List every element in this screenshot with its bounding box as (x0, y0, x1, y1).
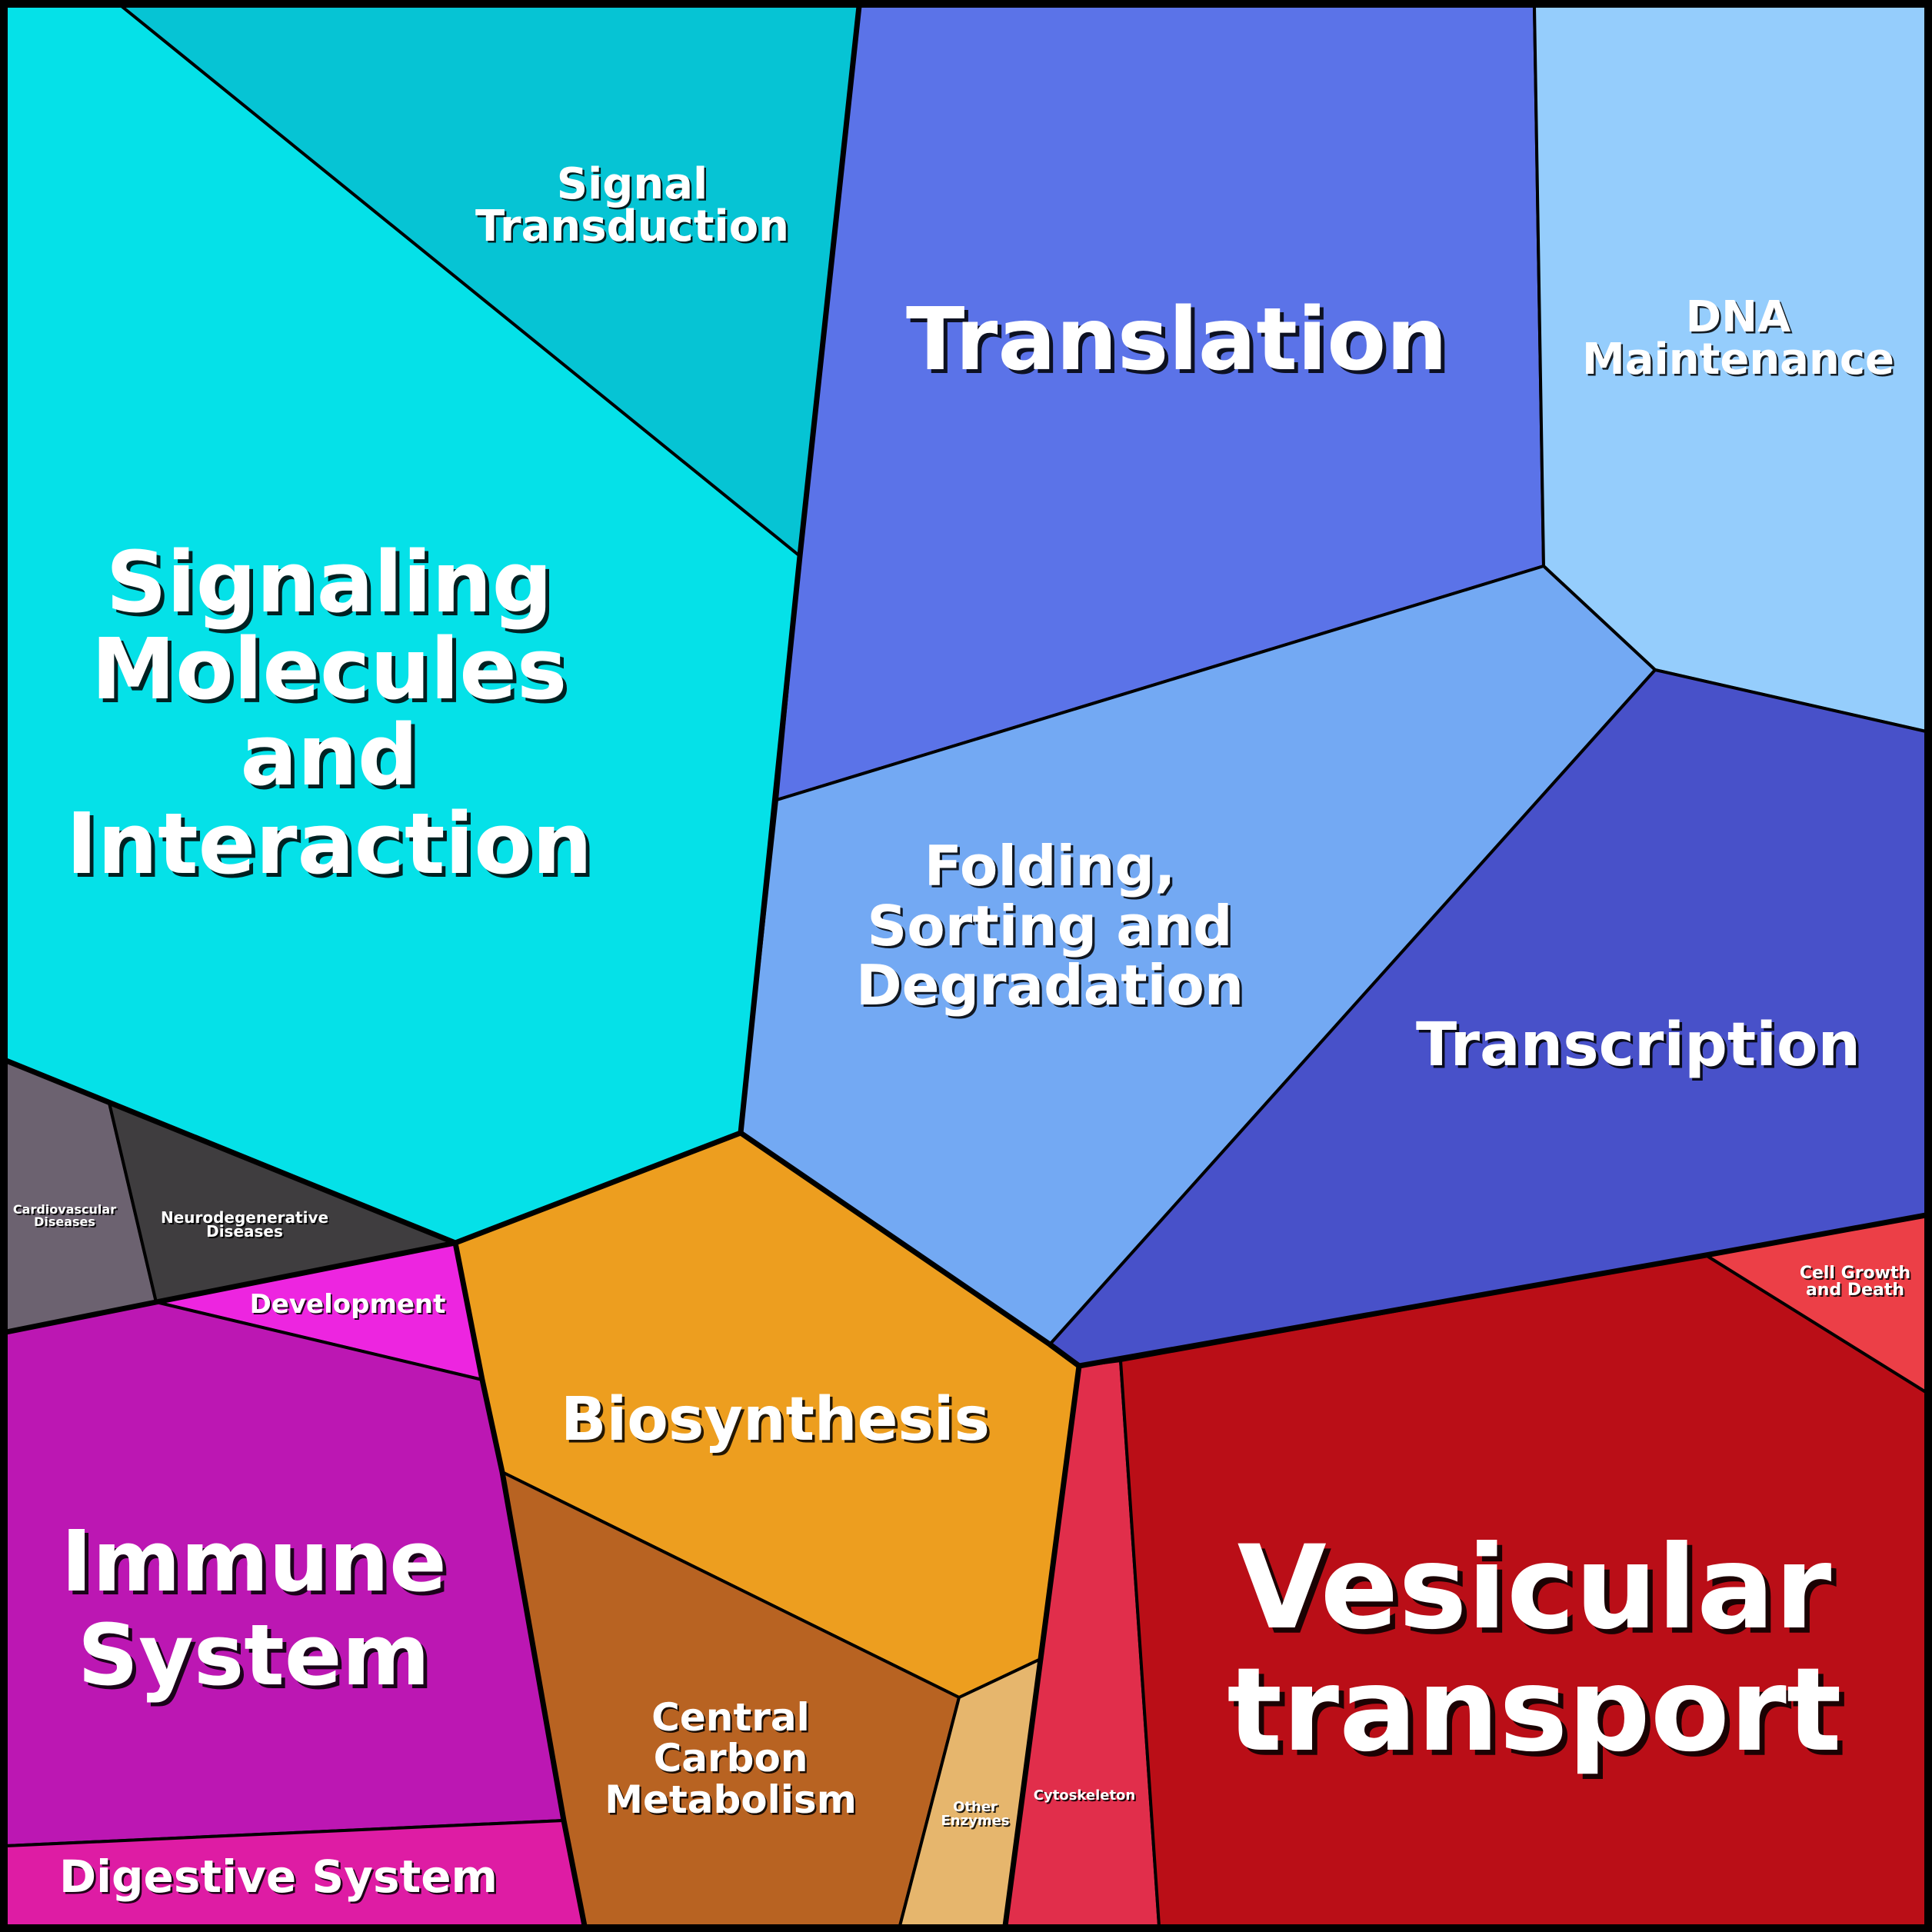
label-shadow-cytoskeleton: Cytoskeleton (1035, 1789, 1138, 1805)
label-shadow-dna-maintenance: DNA (1687, 295, 1793, 345)
label-signal-transduction: Signal (557, 159, 708, 209)
label-shadow-translation: Translation (910, 294, 1451, 394)
group-border-line (738, 5, 862, 1134)
label-shadow-signaling-molecules: and (244, 710, 421, 808)
label-shadow-cardiovascular: Diseases (35, 1216, 97, 1231)
label-central-carbon: Metabolism (605, 1777, 857, 1822)
label-shadow-digestive-system: Digestive System (62, 1853, 500, 1905)
label-folding-sorting: Sorting and (867, 894, 1232, 958)
label-other-enzymes: Other (953, 1799, 998, 1815)
label-dna-maintenance: Maintenance (1582, 335, 1894, 385)
label-shadow-signaling-molecules: Signaling (110, 537, 557, 635)
label-shadow-dna-maintenance: Maintenance (1584, 337, 1897, 387)
cell-layer (5, 5, 1927, 1927)
label-neurodegenerative: Diseases (206, 1222, 283, 1241)
label-digestive-system: Digestive System (59, 1850, 498, 1903)
label-shadow-other-enzymes: Other (954, 1800, 999, 1817)
label-transcription: Transcription (1416, 1011, 1860, 1080)
group-borders (5, 5, 1927, 1927)
label-shadow-central-carbon: Carbon (655, 1737, 810, 1782)
label-shadow-vesicular-transport: Vesicular (1242, 1527, 1837, 1661)
group-border-line (452, 1242, 588, 1927)
label-shadow-folding-sorting: Folding, (927, 836, 1178, 901)
label-shadow-cell-growth: and Death (1807, 1282, 1906, 1301)
label-cytoskeleton: Cytoskeleton (1034, 1787, 1136, 1804)
label-shadow-other-enzymes: Enzymes (943, 1814, 1011, 1830)
label-central-carbon: Carbon (654, 1736, 808, 1780)
label-folding-sorting: Folding, (924, 834, 1176, 898)
label-shadow-folding-sorting: Sorting and (870, 896, 1235, 961)
group-border-line (1078, 1212, 1927, 1369)
group-border-line (5, 1299, 157, 1335)
label-cell-growth: and Death (1806, 1281, 1904, 1300)
label-neurodegenerative: Neurodegenerative (161, 1208, 328, 1227)
label-folding-sorting: Degradation (856, 953, 1244, 1018)
label-central-carbon: Central (651, 1695, 810, 1740)
label-shadow-neurodegenerative: Neurodegenerative (162, 1210, 330, 1228)
label-shadow-immune-system: Immune (65, 1516, 450, 1614)
label-shadow-immune-system: System (82, 1610, 434, 1708)
label-vesicular-transport: transport (1227, 1644, 1841, 1777)
label-shadow-cardiovascular: Cardiovascular (15, 1204, 118, 1218)
group-border-line (1048, 1342, 1081, 1368)
label-signaling-molecules: Signaling (106, 533, 553, 631)
label-cardiovascular: Diseases (34, 1214, 95, 1229)
label-signaling-molecules: Molecules (92, 620, 568, 718)
label-shadow-transcription: Transcription (1418, 1014, 1863, 1083)
label-other-enzymes: Enzymes (941, 1813, 1010, 1829)
label-layer: SignalingSignalingMoleculesMoleculesanda… (13, 159, 1912, 1905)
label-shadow-biosynthesis: Biosynthesis (564, 1388, 993, 1457)
label-shadow-vesicular-transport: transport (1232, 1649, 1847, 1783)
label-biosynthesis: Biosynthesis (561, 1385, 990, 1454)
label-shadow-central-carbon: Metabolism (606, 1779, 858, 1824)
label-immune-system: System (78, 1606, 430, 1704)
label-shadow-folding-sorting: Degradation (858, 955, 1246, 1020)
label-shadow-signal-transduction: Signal (558, 162, 709, 212)
label-dna-maintenance: DNA (1686, 292, 1791, 342)
label-shadow-signaling-molecules: Interaction (70, 798, 596, 897)
label-shadow-signal-transduction: Transduction (477, 204, 791, 254)
label-vesicular-transport: Vesicular (1237, 1521, 1832, 1655)
label-shadow-neurodegenerative: Diseases (208, 1224, 285, 1242)
label-immune-system: Immune (61, 1512, 446, 1611)
label-translation: Translation (906, 290, 1447, 390)
label-shadow-signaling-molecules: Molecules (95, 624, 571, 722)
group-border-line (155, 1240, 456, 1305)
label-development: Development (250, 1289, 446, 1320)
label-signal-transduction: Transduction (475, 202, 789, 251)
label-shadow-cell-growth: Cell Growth (1801, 1265, 1912, 1284)
label-shadow-central-carbon: Central (653, 1697, 811, 1741)
label-cardiovascular: Cardiovascular (13, 1202, 116, 1217)
label-signaling-molecules: Interaction (66, 794, 592, 893)
label-shadow-development: Development (251, 1291, 448, 1321)
label-cell-growth: Cell Growth (1800, 1264, 1910, 1283)
label-signaling-molecules: and (240, 706, 418, 804)
